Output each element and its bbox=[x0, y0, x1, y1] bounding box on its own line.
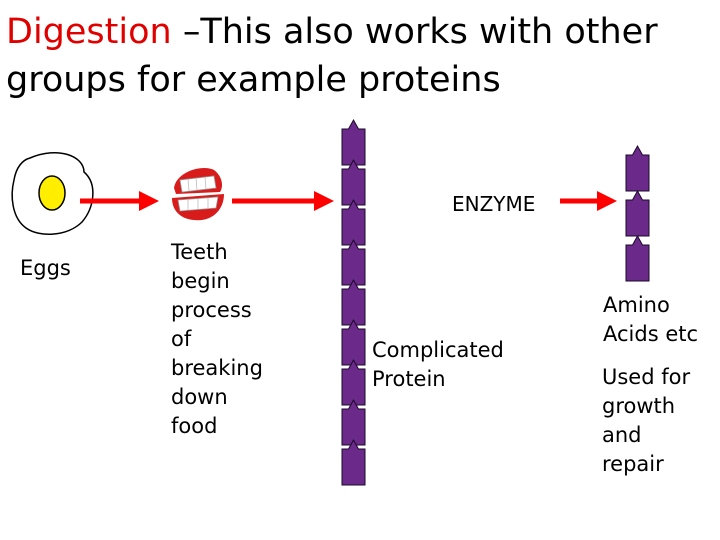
amino-acid-block bbox=[341, 158, 366, 206]
amino-line: Amino bbox=[603, 293, 670, 317]
chattering-teeth-icon bbox=[172, 168, 224, 221]
amino-acid-block bbox=[341, 278, 366, 326]
used-line: growth bbox=[602, 394, 676, 418]
teeth-line: process bbox=[171, 298, 252, 322]
amino-acid-block bbox=[341, 398, 366, 446]
amino-acid-block bbox=[341, 198, 366, 246]
title-highlight: Digestion bbox=[6, 12, 172, 52]
label-eggs: Eggs bbox=[20, 256, 71, 280]
used-line: repair bbox=[602, 452, 664, 476]
used-line: and bbox=[602, 423, 642, 447]
amino-acid-block bbox=[341, 238, 366, 286]
protein-line: Complicated bbox=[372, 338, 504, 362]
amino-acid-block bbox=[341, 358, 366, 406]
amino-acid-blocks bbox=[625, 144, 650, 282]
amino-acid-block bbox=[341, 438, 366, 486]
teeth-line: of bbox=[171, 327, 192, 351]
fried-egg-icon bbox=[11, 151, 94, 235]
teeth-line: food bbox=[171, 414, 218, 438]
label-enzyme: ENZYME bbox=[452, 192, 536, 216]
amino-acid-block bbox=[341, 118, 366, 166]
teeth-line: Teeth bbox=[171, 240, 228, 264]
teeth-line: down bbox=[171, 385, 228, 409]
used-line: Used for bbox=[602, 365, 691, 389]
teeth-line: begin bbox=[171, 269, 230, 293]
amino-acid-block bbox=[625, 144, 650, 192]
title-rest: –This also works with other groups for e… bbox=[6, 12, 658, 100]
amino-line: Acids etc bbox=[603, 322, 699, 346]
amino-acid-block bbox=[625, 234, 650, 282]
teeth-line: breaking bbox=[171, 356, 263, 380]
label-used: Used for growth and repair bbox=[602, 363, 690, 479]
amino-acid-block bbox=[625, 189, 650, 237]
amino-acid-block bbox=[341, 318, 366, 366]
protein-chain bbox=[341, 118, 366, 486]
label-teeth: Teeth begin process of breaking down foo… bbox=[171, 238, 263, 441]
label-protein: Complicated Protein bbox=[372, 336, 504, 394]
label-amino: Amino Acids etc bbox=[603, 291, 698, 349]
protein-line: Protein bbox=[372, 367, 446, 391]
slide-title: Digestion –This also works with other gr… bbox=[6, 8, 716, 104]
